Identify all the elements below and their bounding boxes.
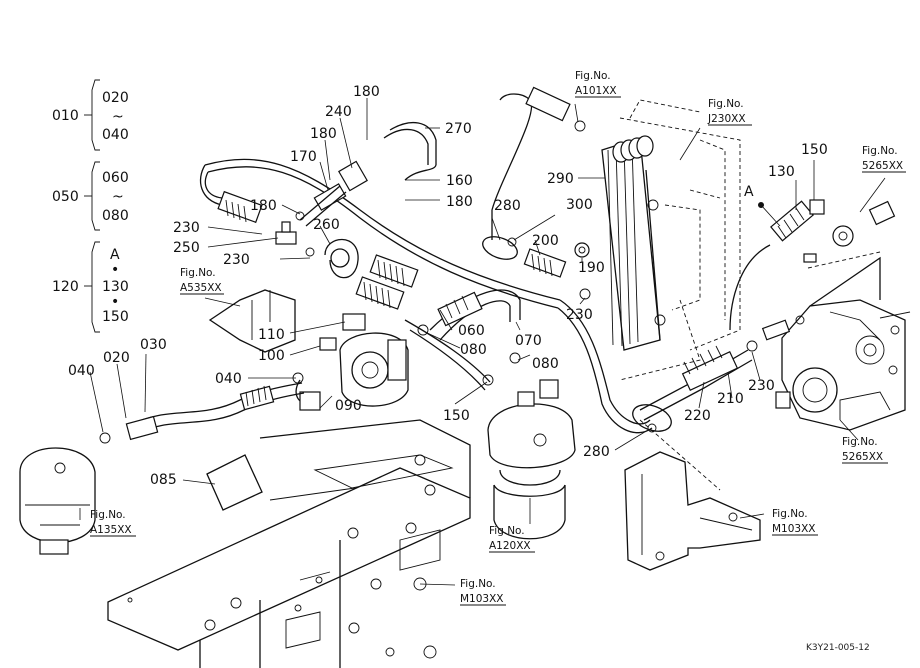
legend: 010 020 ~ 040 050 060 ~ 080 120 A • 130 …: [52, 79, 129, 333]
legend-dot-1: •: [111, 262, 119, 278]
callout-210: 210: [717, 391, 744, 407]
injection-pump: [775, 251, 911, 431]
callout-180: 180: [250, 198, 277, 214]
callout-260: 260: [313, 217, 340, 233]
callout-200: 200: [532, 233, 559, 249]
callout-080: 080: [532, 356, 559, 372]
fig-ref-code-a135: A135XX: [90, 524, 132, 536]
legend-dot-2: •: [111, 294, 119, 310]
callout-080: 080: [460, 342, 487, 358]
fig-ref-label: Fig.No.: [575, 70, 611, 82]
fig-ref-code-5265-top: 5265XX: [862, 160, 903, 172]
callout-040: 040: [215, 371, 242, 387]
legend-item-130: 130: [102, 279, 129, 295]
callout-280: 280: [583, 444, 610, 460]
fig-ref-code-m103-right: M103XX: [772, 523, 816, 535]
callout-300: 300: [566, 197, 593, 213]
drawing-code: K3Y21-005-12: [806, 643, 870, 653]
callout-020: 020: [103, 350, 130, 366]
legend-item-150: 150: [102, 309, 129, 325]
fig-ref-code-a535: A535XX: [180, 282, 222, 294]
legend-key-050: 050: [52, 189, 79, 205]
callout-150: 150: [801, 142, 828, 158]
fig-ref-code-a101: A101XX: [575, 85, 617, 97]
callout-230: 230: [566, 307, 593, 323]
callout-290: 290: [547, 171, 574, 187]
fig-ref-code-5265-bottom: 5265XX: [842, 451, 883, 463]
callout-220: 220: [684, 408, 711, 424]
callout-A: A: [744, 184, 754, 200]
figure-references: Fig.No. A101XX Fig.No. J230XX Fig.No. 52…: [90, 70, 906, 606]
legend-sep-tilde-1: ~: [112, 109, 124, 125]
fig-ref-label: Fig.No.: [708, 98, 744, 110]
legend-item-080: 080: [102, 208, 129, 224]
callout-250: 250: [173, 240, 200, 256]
callout-060: 060: [458, 323, 485, 339]
support-bracket: [624, 419, 761, 571]
fig-ref-code-j230: J230XX: [707, 113, 746, 125]
chassis-frame: [107, 419, 471, 668]
callout-090: 090: [335, 398, 362, 414]
legend-key-010: 010: [52, 108, 79, 124]
fig-ref-code-a120: A120XX: [489, 540, 531, 552]
callout-030: 030: [140, 337, 167, 353]
hose-parts: [19, 86, 896, 555]
callouts: 180 240 270 180 170 160 180 180 230 260 …: [68, 84, 828, 488]
callout-270: 270: [445, 121, 472, 137]
callout-180: 180: [353, 84, 380, 100]
fig-ref-label: Fig.No.: [772, 508, 808, 520]
fig-ref-label: Fig.No.: [862, 145, 898, 157]
legend-item-020: 020: [102, 90, 129, 106]
legend-item-A: A: [110, 247, 120, 263]
callout-280: 280: [494, 198, 521, 214]
oil-cooler: [601, 99, 741, 381]
fig-ref-label: Fig.No.: [489, 525, 525, 537]
callout-180: 180: [446, 194, 473, 210]
callout-240: 240: [325, 104, 352, 120]
callout-230: 230: [173, 220, 200, 236]
callout-160: 160: [446, 173, 473, 189]
callout-170: 170: [290, 149, 317, 165]
fig-ref-label: Fig.No.: [460, 578, 496, 590]
legend-item-060: 060: [102, 170, 129, 186]
legend-item-040: 040: [102, 127, 129, 143]
callout-130: 130: [768, 164, 795, 180]
legend-sep-tilde-2: ~: [112, 189, 124, 205]
fig-ref-label: Fig.No.: [842, 436, 878, 448]
callout-040: 040: [68, 363, 95, 379]
callout-230: 230: [748, 378, 775, 394]
callout-110: 110: [258, 327, 285, 343]
fig-ref-label: Fig.No.: [90, 509, 126, 521]
callout-230: 230: [223, 252, 250, 268]
callout-190: 190: [578, 260, 605, 276]
fig-ref-code-m103-bottom: M103XX: [460, 593, 504, 605]
legend-key-120: 120: [52, 279, 79, 295]
fig-ref-label: Fig.No.: [180, 267, 216, 279]
callout-085: 085: [150, 472, 177, 488]
callout-150: 150: [443, 408, 470, 424]
callout-100: 100: [258, 348, 285, 364]
callout-070: 070: [515, 333, 542, 349]
leader-lines: [79, 98, 886, 586]
callout-180: 180: [310, 126, 337, 142]
